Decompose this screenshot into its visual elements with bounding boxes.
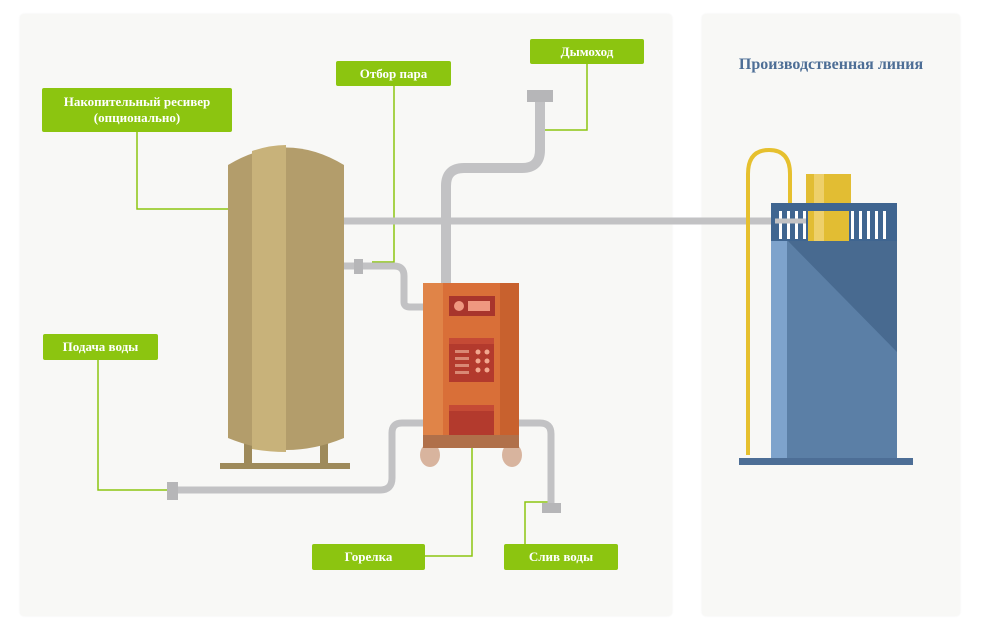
leader-steam-takeoff <box>372 84 395 263</box>
water-supply-pipe <box>176 419 423 494</box>
label-chimney: Дымоход <box>530 39 644 64</box>
steam-takeoff-valve <box>354 259 363 274</box>
leader-lines <box>97 62 588 557</box>
water-drain-valve <box>542 503 561 513</box>
leader-water-supply <box>97 358 172 491</box>
water-drain-pipe <box>519 419 555 506</box>
leader-burner <box>425 440 473 557</box>
pipes <box>176 100 775 506</box>
label-steam-takeoff: Отбор пара <box>336 61 451 86</box>
boiler <box>420 283 522 467</box>
label-water-supply: Подача воды <box>43 334 158 360</box>
leader-chimney <box>545 62 588 131</box>
leader-water-drain <box>524 501 551 545</box>
label-burner: Горелка <box>312 544 425 570</box>
water-supply-valve <box>167 482 178 500</box>
label-water-drain: Слив воды <box>504 544 618 570</box>
production-machine <box>739 147 913 465</box>
label-receiver: Накопительный ресивер (опционально) <box>42 88 232 132</box>
production-line-title: Производственная линия <box>738 56 924 73</box>
chimney-cap <box>527 90 553 102</box>
receiver-tank <box>220 145 350 469</box>
steam-takeoff-pipe <box>344 262 425 311</box>
chimney-pipe <box>441 100 545 285</box>
leader-receiver <box>136 130 228 210</box>
